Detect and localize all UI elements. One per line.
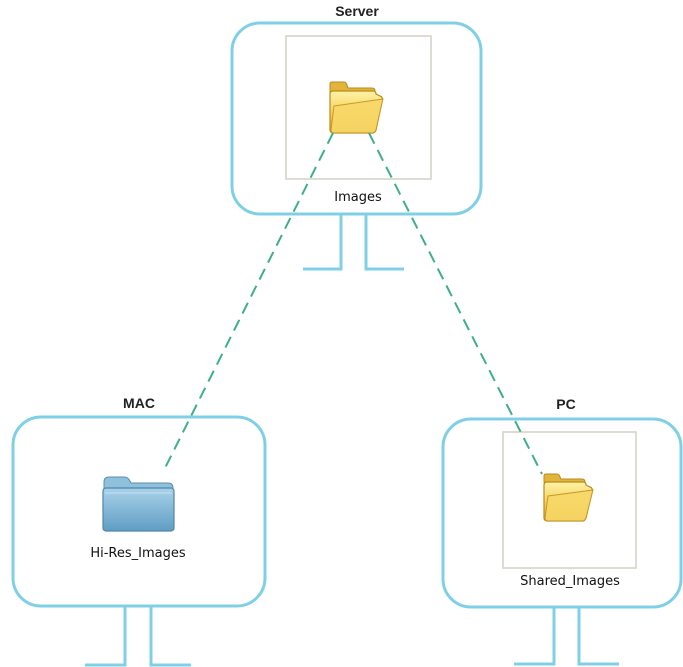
pc-title: PC [556,396,576,412]
pc-screen [441,417,683,609]
pc-folder-icon [543,473,594,522]
pc-monitor [441,417,683,666]
server-monitor [230,21,483,271]
pc-folder-label: Shared_Images [520,574,620,589]
pc-window-frame [502,431,637,569]
mac-folder-icon [102,476,175,532]
server-stand [303,214,404,271]
connection-server-mac [162,132,334,473]
server-window-frame [285,35,432,180]
mac-folder-label: Hi-Res_Images [90,546,186,561]
mac-screen [11,415,267,608]
server-folder-label: Images [334,190,382,205]
connection-server-pc [368,132,543,475]
server-title: Server [335,3,379,19]
mac-stand [85,606,191,667]
mac-title: MAC [123,395,155,411]
server-screen [230,21,483,216]
pc-stand [514,607,619,666]
mac-monitor [11,415,267,667]
server-folder-icon [329,81,384,134]
